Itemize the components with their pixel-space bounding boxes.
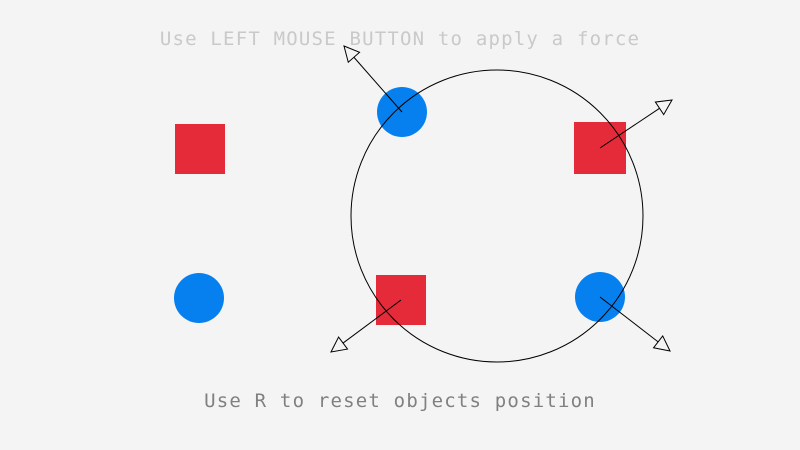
- body-square-top-left[interactable]: [175, 124, 225, 174]
- body-circle-top-center[interactable]: [377, 87, 427, 137]
- body-circle-bottom-left[interactable]: [174, 273, 224, 323]
- hint-text-top: Use LEFT MOUSE BUTTON to apply a force: [159, 28, 641, 50]
- arrow-head-icon: [654, 99, 673, 116]
- body-square-top-right[interactable]: [574, 122, 626, 174]
- arrow-head-icon: [330, 336, 349, 353]
- hint-text-bottom: Use R to reset objects position: [204, 390, 596, 412]
- body-circle-bottom-right[interactable]: [575, 272, 625, 322]
- arrow-head-icon: [652, 334, 671, 352]
- body-square-bottom-center[interactable]: [376, 275, 426, 325]
